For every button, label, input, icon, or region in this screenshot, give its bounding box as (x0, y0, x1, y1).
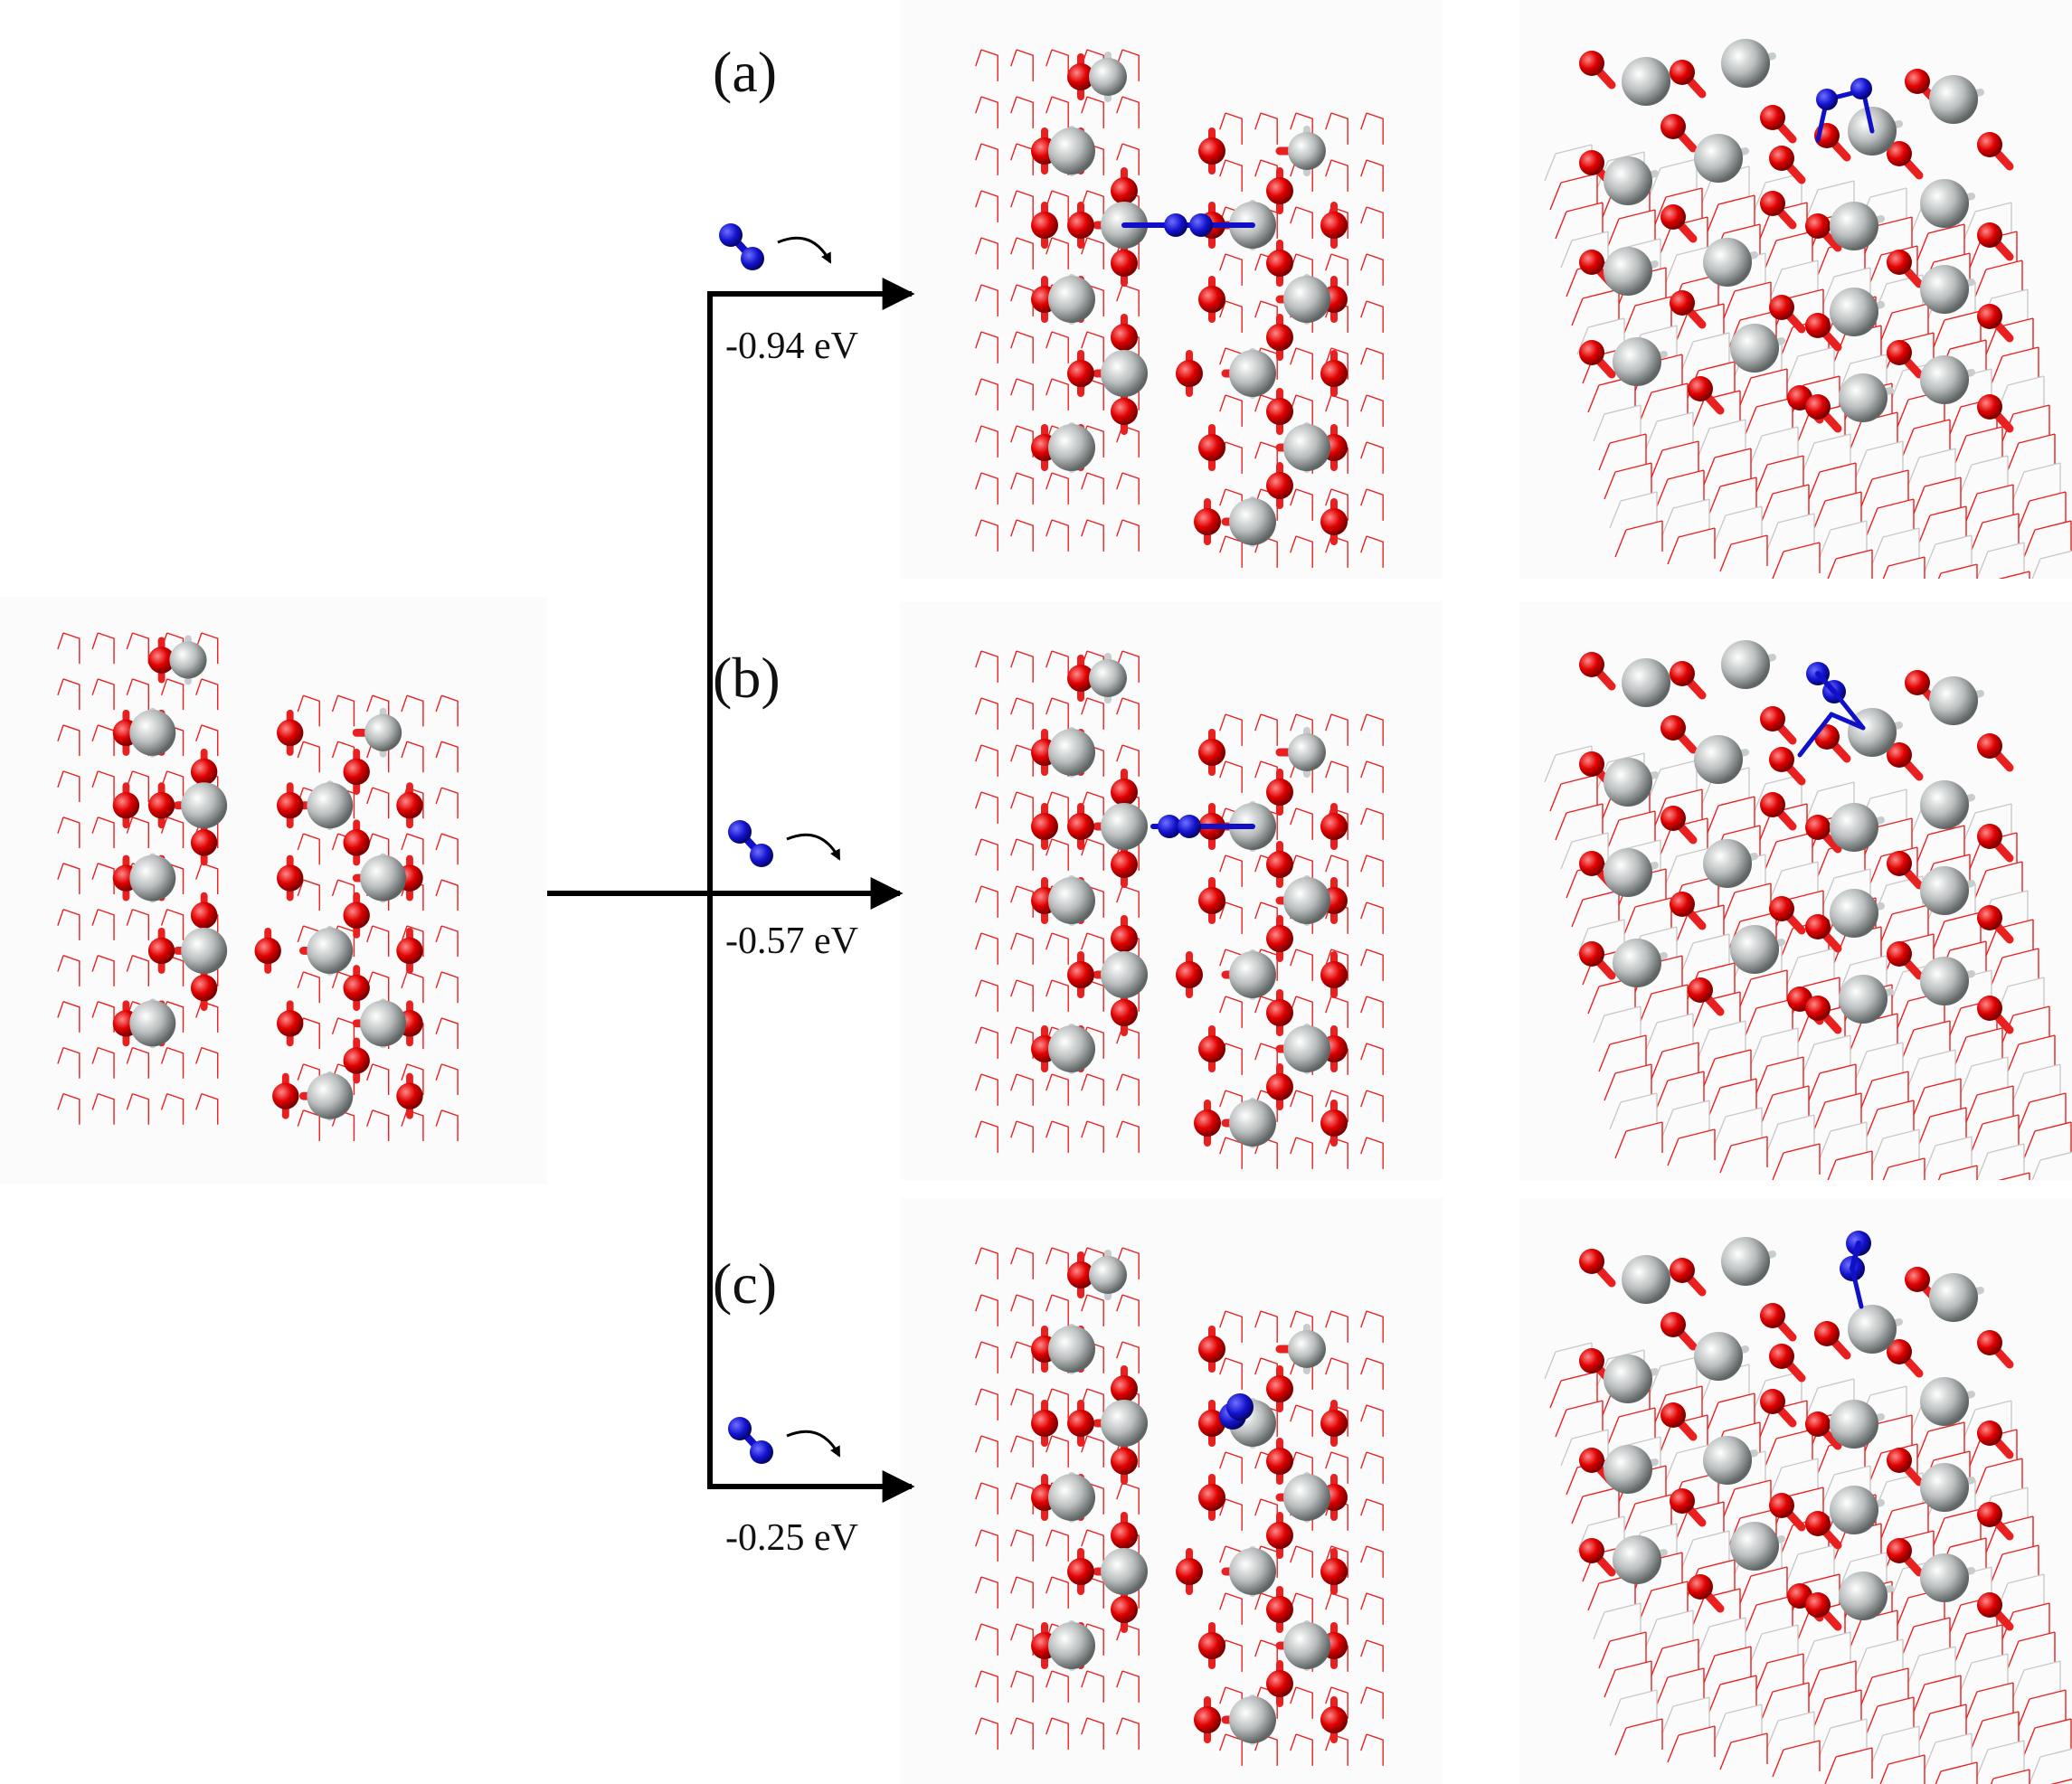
panel-label-a: (a) (713, 43, 777, 101)
n2-molecule-a (719, 223, 830, 270)
adsorption-energy-a: -0.94 eV (725, 327, 858, 365)
adsorption-energy-c: -0.25 eV (725, 1519, 858, 1557)
panel-label-b: (b) (713, 649, 781, 707)
n2-molecule-b (728, 820, 839, 867)
n2-molecule-c (728, 1417, 839, 1464)
adsorption-energy-b: -0.57 eV (725, 922, 858, 960)
panel-label-c: (c) (713, 1255, 777, 1313)
